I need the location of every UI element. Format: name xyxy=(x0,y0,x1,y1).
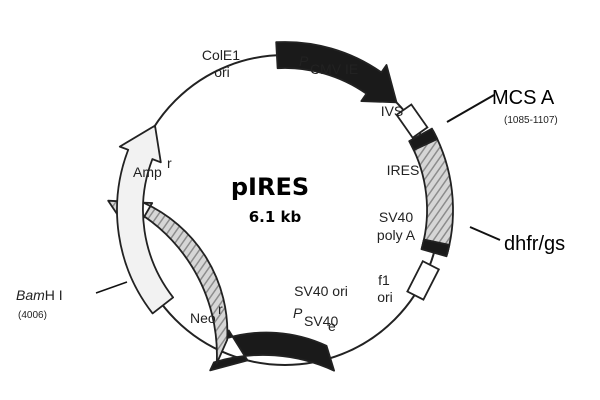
amp-superscript: r xyxy=(167,155,172,171)
bamhi-site: BamH I (4006) xyxy=(16,281,128,321)
amp-resistance-label: Amp r xyxy=(133,155,172,180)
bamhi-leader-line xyxy=(95,281,128,294)
bamhi-position: (4006) xyxy=(18,310,47,321)
mcs-a-label: MCS A xyxy=(492,87,555,109)
pcmv-promoter-arrow xyxy=(275,41,398,104)
ires-label: IRES xyxy=(387,162,420,178)
cole1-ori-label-line2: ori xyxy=(214,64,230,80)
ivs-label: IVS xyxy=(381,103,404,119)
dhfr-gs-label: dhfr/gs xyxy=(504,233,565,255)
sv40-ori-label: SV40 ori xyxy=(294,283,348,299)
bamhi-label-rest: H I xyxy=(45,287,63,303)
amp-resistance-arrow xyxy=(116,124,174,315)
plasmid-name: pIRES xyxy=(231,173,309,201)
svg-text:BamH I: BamH I xyxy=(16,287,63,303)
bamhi-label-italic: Bam xyxy=(16,287,45,303)
psv40-subsubscript: e xyxy=(328,318,336,334)
dhfr-gs-band xyxy=(420,238,451,258)
neo-resistance-label: Neo r xyxy=(190,301,223,326)
plasmid-size: 6.1 kb xyxy=(249,208,302,226)
pcmv-promoter-label: P CMV IE xyxy=(299,53,358,77)
sv40-polya-box xyxy=(406,259,441,301)
neo-superscript: r xyxy=(218,301,223,317)
psv40-promoter-label: P SV40 e xyxy=(293,305,338,334)
mcs-a-leader-line xyxy=(446,94,495,123)
sv40-polya-label-line1: SV40 xyxy=(379,209,413,225)
pcmv-subscript: CMV IE xyxy=(310,61,358,77)
cole1-ori-label-line1: ColE1 xyxy=(202,47,240,63)
amp-label: Amp xyxy=(133,164,162,180)
pcmv-p: P xyxy=(299,53,309,69)
mcs-a-range: (1085-1107) xyxy=(504,115,558,126)
feature-layer xyxy=(107,41,454,372)
f1-ori-label-line2: ori xyxy=(377,289,393,305)
sv40-polya-label-line2: poly A xyxy=(377,227,416,243)
dhfr-gs-site: dhfr/gs xyxy=(469,226,565,255)
psv40-p: P xyxy=(293,305,303,321)
dhfr-gs-leader-line xyxy=(469,226,501,241)
neo-label: Neo xyxy=(190,310,216,326)
ivs-box xyxy=(395,103,429,139)
mcs-a-site: MCS A (1085-1107) xyxy=(446,87,558,126)
mcs-a-band xyxy=(408,127,439,151)
f1-ori-label-line1: f1 xyxy=(378,272,390,288)
psv40-promoter-arrow xyxy=(209,329,335,372)
psv40-subscript: SV40 xyxy=(304,313,338,329)
